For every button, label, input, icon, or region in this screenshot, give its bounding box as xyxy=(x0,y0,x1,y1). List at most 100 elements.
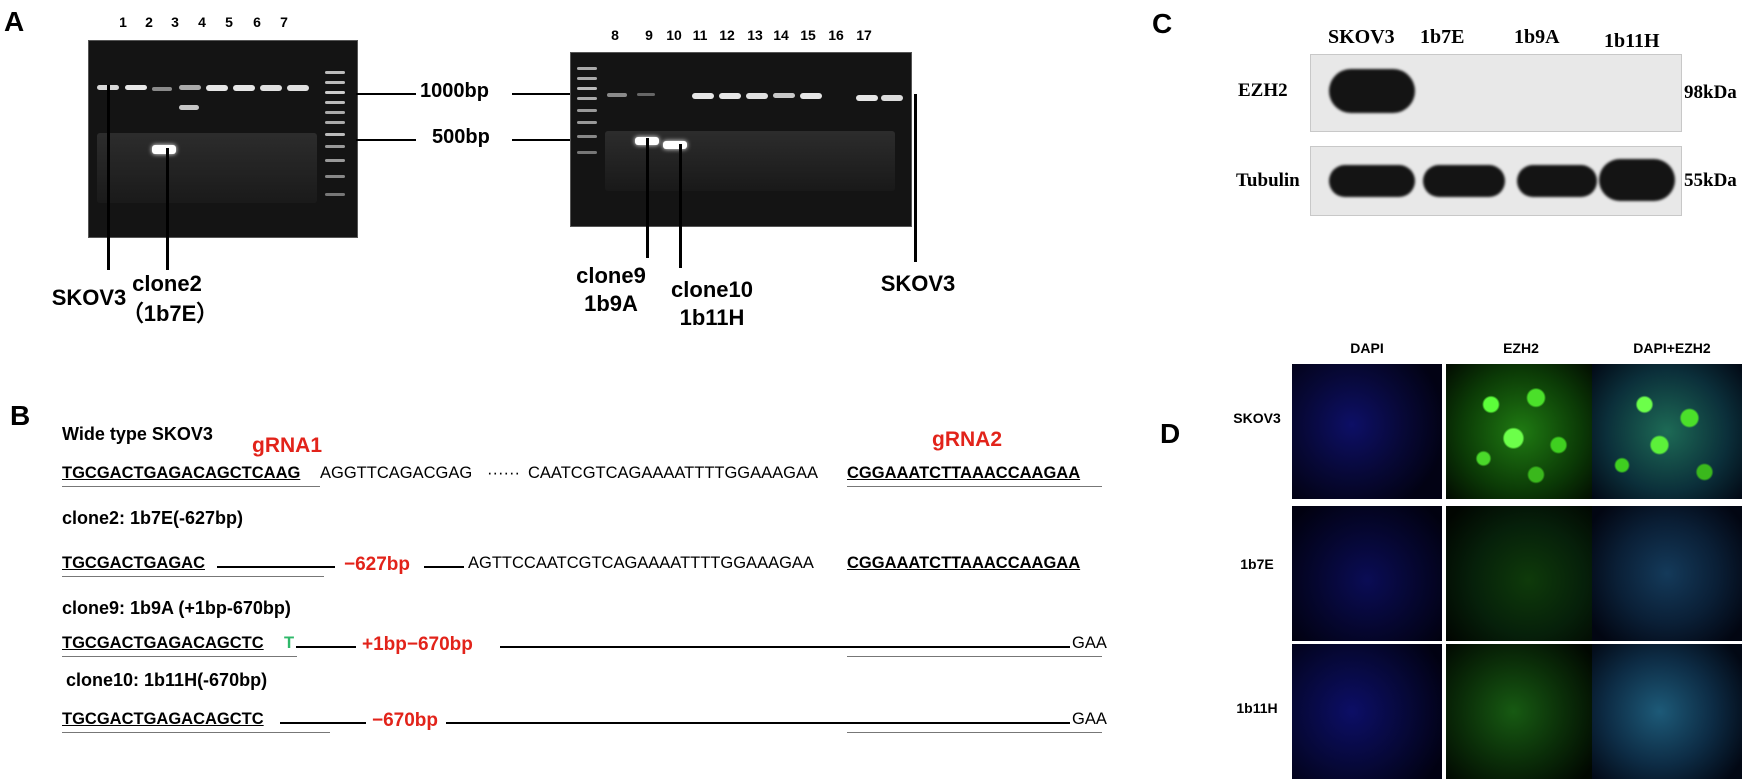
clone9-underline-right xyxy=(847,656,1102,657)
gel-smear xyxy=(97,133,317,203)
ladder-band xyxy=(325,81,345,84)
clone9-insertion: T xyxy=(284,634,295,652)
wt-seq-dots: ······ xyxy=(487,464,520,482)
wb-size-ezh2: 98kDa xyxy=(1684,82,1737,103)
if-image-skov3-dapi xyxy=(1292,364,1442,499)
grna1-label: gRNA1 xyxy=(252,434,323,457)
if-image-1b7e-merge xyxy=(1592,506,1742,641)
gel-band xyxy=(179,85,201,90)
marker-line-1000 xyxy=(356,93,416,95)
gel-band xyxy=(773,93,795,98)
wb-band-ezh2-skov3 xyxy=(1329,69,1415,113)
wb-blot-tubulin xyxy=(1310,146,1682,216)
wb-band-tubulin-skov3 xyxy=(1329,165,1415,197)
clone10-sequence-row: TGCGACTGAGACAGCTC −670bp GAA xyxy=(62,710,1107,734)
clone10-seq-left: TGCGACTGAGACAGCTC xyxy=(62,710,264,728)
lane-number: 9 xyxy=(645,27,653,43)
wb-band-tubulin-1b7e xyxy=(1423,165,1505,197)
clone9-title: clone9: 1b9A (+1bp-670bp) xyxy=(62,598,291,618)
gel-band xyxy=(607,93,627,97)
clone9-seq-right: GAA xyxy=(1072,634,1107,652)
lane-number: 5 xyxy=(225,14,233,30)
ladder-band xyxy=(325,91,345,94)
clone10-underline-right xyxy=(847,732,1102,733)
clone9-seq-left: TGCGACTGAGACAGCTC xyxy=(62,634,264,652)
wt-sequence-row: TGCGACTGAGACAGCTCAAG AGGTTCAGACGAG ·····… xyxy=(62,464,1102,488)
label-clone10: clone10 xyxy=(671,277,753,302)
lane-number: 1 xyxy=(119,14,127,30)
ladder-band xyxy=(577,67,597,70)
gel-band xyxy=(692,93,714,99)
ladder-band xyxy=(325,159,345,162)
ladder-band xyxy=(325,193,345,196)
pointer-skov3-left xyxy=(107,85,110,270)
gel-band-clone2 xyxy=(152,145,176,154)
if-col-merge: DAPI+EZH2 xyxy=(1633,340,1711,356)
clone9-line-b xyxy=(500,646,1070,648)
clone2-deletion-line xyxy=(217,566,335,568)
gel-band xyxy=(856,95,878,101)
clone2-sequence-row: TGCGACTGAGAC −627bp AGTTCCAATCGTCAGAAAAT… xyxy=(62,554,1102,578)
label-skov3-left: SKOV3 xyxy=(51,285,127,310)
gel-band xyxy=(152,87,172,91)
gel-band xyxy=(746,93,768,99)
right-gel-image xyxy=(570,52,912,227)
label-clone9: clone9 xyxy=(576,263,646,288)
if-row-1b7e: 1b7E xyxy=(1240,556,1274,572)
panel-a-label: A xyxy=(4,6,25,37)
if-col-ezh2: EZH2 xyxy=(1503,340,1539,356)
ladder-band xyxy=(325,133,345,136)
gel-band xyxy=(179,105,199,110)
wt-seq-mid2: CAATCGTCAGAAAATTTTGGAAAGAA xyxy=(528,464,819,482)
if-image-1b7e-dapi xyxy=(1292,506,1442,641)
wb-col-1b11h: 1b11H xyxy=(1604,30,1660,52)
marker-line-1000-right xyxy=(512,93,572,95)
lane-number: 3 xyxy=(171,14,179,30)
ladder-band xyxy=(577,77,597,80)
grna2-label: gRNA2 xyxy=(932,428,1003,451)
ladder-band xyxy=(325,121,345,124)
ladder-band xyxy=(577,97,597,100)
if-image-skov3-merge xyxy=(1592,364,1742,499)
gel-band-clone10 xyxy=(663,141,687,149)
ladder-band xyxy=(325,111,345,114)
gel-band xyxy=(800,93,822,99)
wt-title: Wide type SKOV3 xyxy=(62,424,213,444)
label-skov3-right: SKOV3 xyxy=(880,271,956,296)
clone10-deletion-label: −670bp xyxy=(372,710,439,731)
wb-col-1b9a: 1b9A xyxy=(1514,26,1560,48)
clone2-seq-right: CGGAAATCTTAAACCAAGAA xyxy=(847,554,1081,572)
lane-number: 6 xyxy=(253,14,261,30)
ladder-band xyxy=(577,151,597,154)
if-row-1b11h: 1b11H xyxy=(1236,700,1278,716)
clone10-title: clone10: 1b11H(-670bp) xyxy=(66,670,268,690)
clone2-title: clone2: 1b7E(-627bp) xyxy=(62,508,244,528)
gel-band xyxy=(881,95,903,101)
lane-number: 2 xyxy=(145,14,153,30)
lane-number: 13 xyxy=(747,27,763,43)
if-image-1b11h-merge xyxy=(1592,644,1742,779)
clone2-seq-left: TGCGACTGAGAC xyxy=(62,554,205,572)
clone9-line-a xyxy=(296,646,356,648)
wb-band-tubulin-1b11h xyxy=(1599,159,1675,201)
clone9-underline-left xyxy=(62,656,297,657)
lane-number: 7 xyxy=(280,14,288,30)
label-clone2-sub: （1b7E） xyxy=(121,301,219,326)
clone10-underline-left xyxy=(62,732,330,733)
ladder-band xyxy=(577,135,597,138)
clone9-deletion-label: +1bp−670bp xyxy=(362,634,473,655)
marker-500bp: 500bp xyxy=(432,126,490,148)
clone2-deletion-line-2 xyxy=(424,566,464,568)
wt-seq-mid1: AGGTTCAGACGAG xyxy=(320,464,473,482)
clone2-underline xyxy=(62,576,324,577)
wt-underline-left xyxy=(62,486,320,487)
if-image-skov3-ezh2 xyxy=(1446,364,1596,499)
wb-row-ezh2: EZH2 xyxy=(1238,80,1288,101)
gel-band xyxy=(287,85,309,91)
if-image-1b7e-ezh2 xyxy=(1446,506,1596,641)
wb-blot-ezh2 xyxy=(1310,54,1682,132)
lane-number: 16 xyxy=(828,27,844,43)
ladder-band xyxy=(325,101,345,104)
lane-number: 14 xyxy=(773,27,789,43)
lane-number: 15 xyxy=(800,27,816,43)
